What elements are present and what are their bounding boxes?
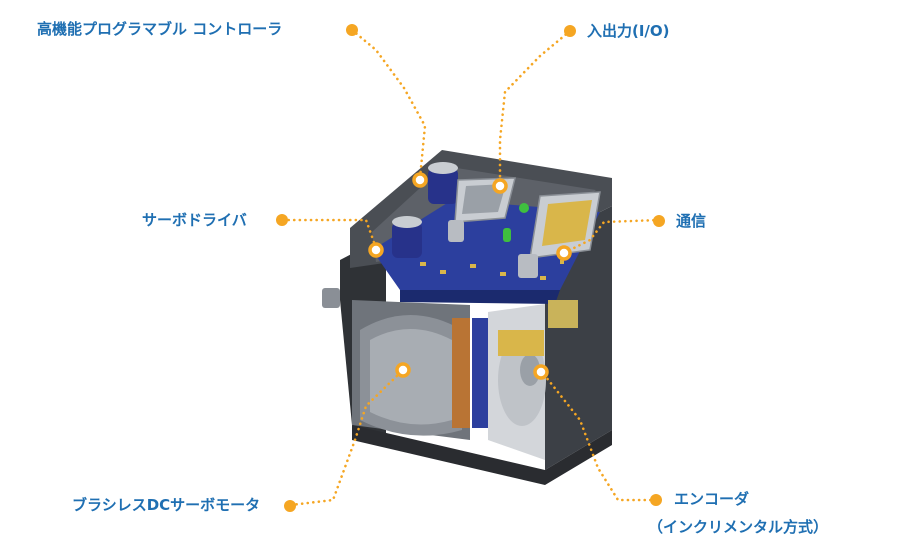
motor-section — [352, 300, 488, 440]
ring-io — [492, 178, 508, 194]
label-io: 入出力(I/O) — [587, 22, 670, 40]
housing-bottom — [352, 425, 612, 485]
leader-controller — [350, 28, 427, 180]
label-controller: 高機能プログラマブル コントローラ — [37, 20, 283, 38]
dot-controller — [346, 24, 358, 36]
status-led — [519, 203, 529, 213]
dot-servo-driver — [276, 214, 288, 226]
capacitors — [392, 162, 458, 258]
ring-communication — [556, 245, 572, 261]
status-led-2 — [503, 228, 511, 242]
dot-io — [564, 25, 576, 37]
label-servo-driver: サーボドライバ — [142, 211, 247, 229]
label-encoder-line2: （インクリメンタル方式） — [648, 518, 829, 536]
label-motor: ブラシレスDCサーボモータ — [72, 496, 261, 514]
dot-encoder — [650, 494, 662, 506]
leader-communication — [564, 218, 661, 254]
leader-lines — [281, 28, 661, 507]
dot-motor — [284, 500, 296, 512]
dot-communication — [653, 215, 665, 227]
pcb-edge — [400, 290, 560, 304]
encoder-section — [488, 300, 578, 460]
leader-servo-driver — [281, 218, 378, 250]
label-encoder-line1: エンコーダ — [674, 490, 750, 508]
leader-io — [498, 29, 572, 186]
device-body — [322, 150, 612, 485]
comm-connector — [518, 191, 601, 278]
ring-encoder — [533, 364, 549, 380]
label-communication: 通信 — [676, 212, 707, 230]
ring-controller — [412, 172, 428, 188]
leader-motor — [289, 369, 404, 507]
shaft — [322, 288, 340, 308]
ring-servo-driver — [368, 242, 384, 258]
markers — [276, 24, 665, 512]
ring-motor — [395, 362, 411, 378]
